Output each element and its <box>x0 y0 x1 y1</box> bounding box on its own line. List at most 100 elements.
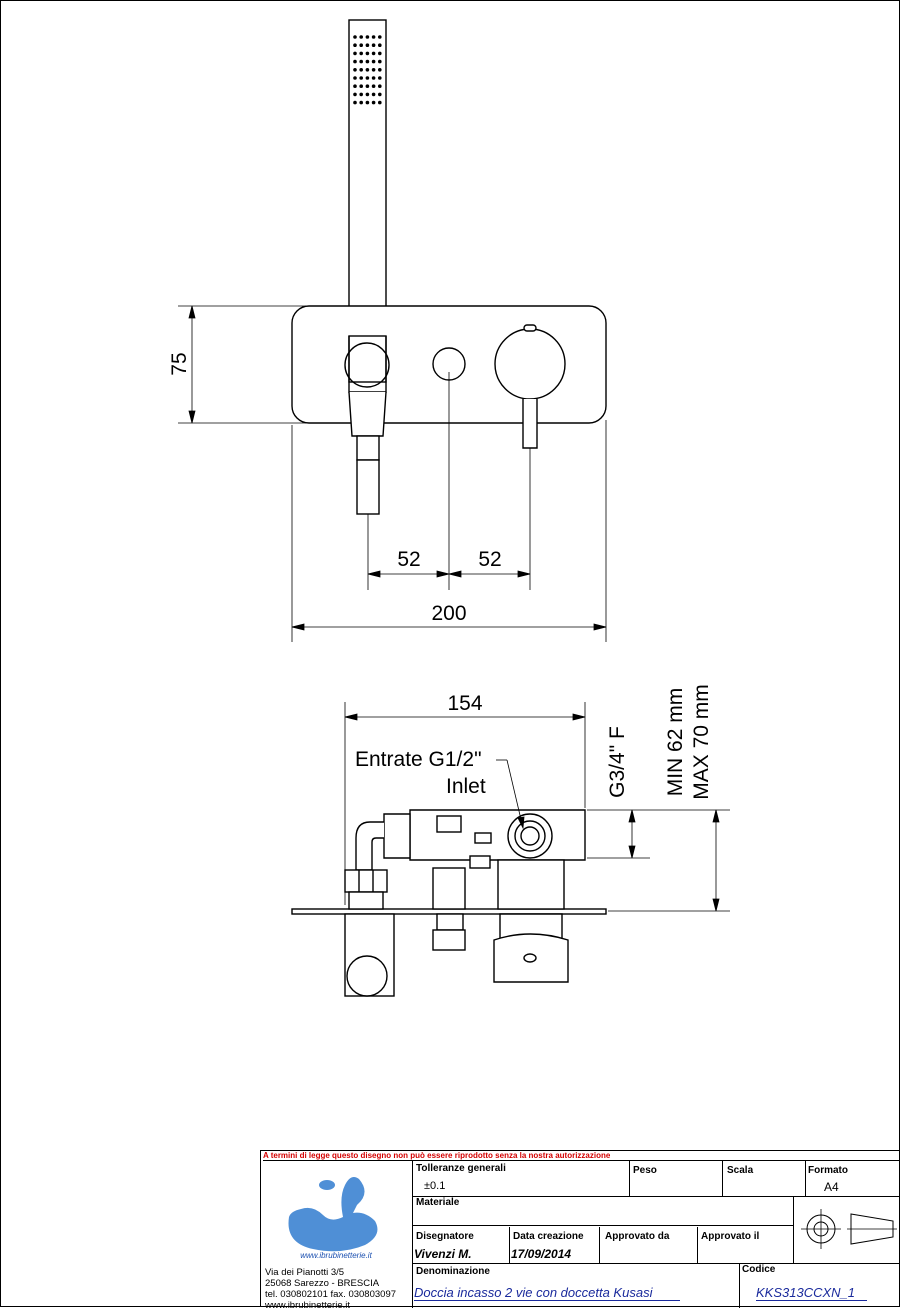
dim-height-plate: 75 <box>168 352 191 375</box>
nozzle-dot <box>378 59 382 64</box>
nozzle-dot <box>359 68 364 72</box>
nozzle-dot <box>359 92 364 97</box>
tolerance-label: Tolleranze generali <box>416 1163 506 1174</box>
nozzle-dot <box>378 76 382 80</box>
nozzle-dot <box>371 43 376 47</box>
nozzle-dot <box>359 43 364 47</box>
nozzle-dot <box>353 35 357 39</box>
front-dimensions <box>178 305 607 642</box>
company-logo <box>288 1177 378 1252</box>
name-value: Doccia incasso 2 vie con doccetta Kusasi <box>414 1285 681 1301</box>
material-label: Materiale <box>416 1197 460 1208</box>
scale-label: Scala <box>727 1165 754 1176</box>
weight-label: Peso <box>633 1165 657 1176</box>
front-view <box>291 19 607 515</box>
nozzle-dot <box>359 51 364 56</box>
nozzle-dot <box>365 35 370 39</box>
nozzle-dot <box>359 100 364 105</box>
nozzle-dot <box>359 35 364 39</box>
nozzle-dot <box>378 100 382 105</box>
hose-connector <box>348 391 387 437</box>
approved-on-label: Approvato il <box>701 1231 760 1242</box>
logo-shape <box>288 1177 378 1252</box>
nozzle-dot <box>371 92 376 97</box>
nozzle-dot <box>378 35 382 39</box>
nozzle-dot <box>353 51 357 56</box>
logo-dot <box>319 1180 335 1190</box>
format-label: Formato <box>808 1165 848 1176</box>
dim-spacing-right: 52 <box>478 548 501 571</box>
code-value: KKS313CCXN_1 <box>756 1285 867 1301</box>
nozzle-dot <box>378 92 382 97</box>
nozzle-dot <box>371 51 376 56</box>
dim-width-plate: 200 <box>431 602 466 625</box>
nozzle-dot <box>353 84 357 88</box>
nozzle-dot <box>365 92 370 97</box>
tolerance-value: ±0.1 <box>424 1180 446 1192</box>
address-line: Via dei Pianotti 3/5 <box>265 1267 345 1278</box>
note-inlet-en: Inlet <box>446 775 486 798</box>
nozzle-dot <box>378 51 382 56</box>
company-address: Via dei Pianotti 3/5 25068 Sarezzo - BRE… <box>265 1267 411 1311</box>
hose-nut <box>356 459 380 515</box>
nozzle-dot <box>365 59 370 64</box>
dim-max-depth: MAX 70 mm <box>690 684 713 800</box>
created-label: Data creazione <box>513 1231 584 1242</box>
copyright-warning: A termini di legge questo disegno non pu… <box>263 1151 899 1161</box>
side-view <box>291 809 607 997</box>
nozzle-dot <box>359 76 364 80</box>
hex-nut <box>344 869 388 893</box>
address-line: tel. 030802101 fax. 030803097 <box>265 1289 397 1300</box>
nozzle-dot <box>371 76 376 80</box>
dim-outlet-thread: G3/4" F <box>606 726 629 798</box>
nozzle-dot <box>365 68 370 72</box>
nozzle-dot <box>365 84 370 88</box>
projection-symbol-icon <box>801 1209 897 1249</box>
title-block: A termini di legge questo disegno non pu… <box>260 1150 900 1311</box>
code-label: Codice <box>742 1264 776 1275</box>
mixer-knob <box>494 328 566 400</box>
address-line: 25068 Sarezzo - BRESCIA <box>265 1278 380 1289</box>
name-label: Denominazione <box>416 1266 490 1277</box>
company-cell: www.ibrubinetterie.it Via dei Pianotti 3… <box>261 1161 413 1311</box>
nozzle-dot <box>378 68 382 72</box>
nozzle-dot <box>353 68 357 72</box>
nozzle-dot <box>371 100 376 105</box>
cartridge-housing <box>497 859 565 910</box>
format-value: A4 <box>824 1180 839 1194</box>
nozzle-dot <box>371 68 376 72</box>
elbow-fitting <box>355 821 384 871</box>
designer-label: Disegnatore <box>416 1231 474 1242</box>
nozzle-dot <box>365 51 370 56</box>
side-dimensions <box>344 702 730 912</box>
nozzle-dot <box>371 35 376 39</box>
nozzle-dot <box>353 100 357 105</box>
hand-shower <box>348 19 387 337</box>
nozzle-dot <box>353 92 357 97</box>
shower-holder <box>344 342 390 388</box>
note-inlet-it: Entrate G1/2" <box>355 748 482 771</box>
designer-value: Vivenzi M. <box>414 1247 472 1261</box>
shower-nozzle-grid <box>353 35 382 105</box>
diverter-stem <box>432 867 466 910</box>
nozzle-dot <box>371 84 376 88</box>
cover-plate-side <box>291 908 607 915</box>
nozzle-dot <box>371 59 376 64</box>
address-line: www.ibrubinetterie.it <box>265 1300 351 1311</box>
approved-by-label: Approvato da <box>605 1231 670 1242</box>
nozzle-dot <box>378 43 382 47</box>
nozzle-dot <box>365 76 370 80</box>
nozzle-dot <box>353 76 357 80</box>
dim-spacing-left: 52 <box>397 548 420 571</box>
nozzle-dot <box>378 84 382 88</box>
nozzle-dot <box>353 43 357 47</box>
mixer-lever <box>522 399 538 449</box>
nozzle-dot <box>353 59 357 64</box>
logo-website: www.ibrubinetterie.it <box>300 1251 372 1260</box>
nozzle-dot <box>359 59 364 64</box>
nozzle-dot <box>365 43 370 47</box>
created-value: 17/09/2014 <box>511 1247 572 1261</box>
